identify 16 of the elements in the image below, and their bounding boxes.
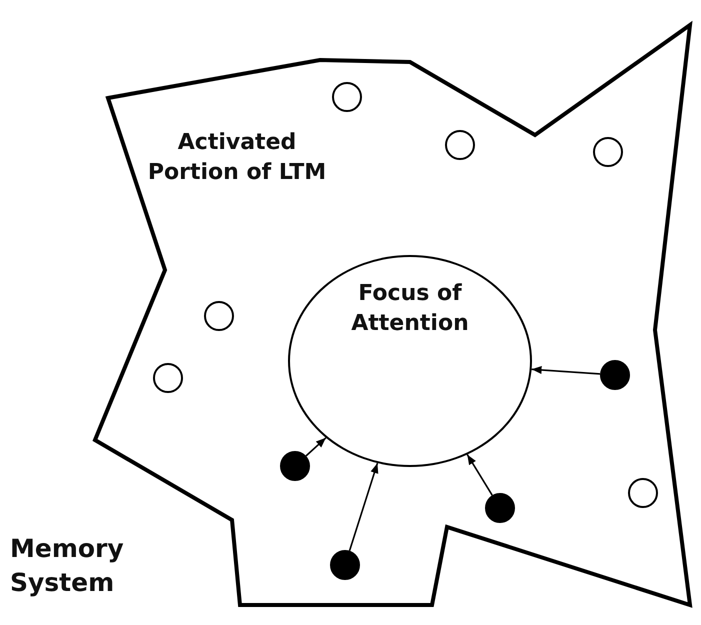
filled-dot	[600, 360, 630, 390]
filled-dot	[485, 493, 515, 523]
arrow	[466, 454, 493, 496]
arrow	[348, 462, 378, 551]
system-label: Memory System	[10, 533, 125, 599]
arrow	[532, 366, 600, 375]
region-label: Activated Portion of LTM	[146, 129, 328, 187]
hollow-dot	[332, 82, 362, 112]
hollow-dot	[593, 137, 623, 167]
filled-dot	[280, 451, 310, 481]
hollow-dot	[204, 301, 234, 331]
arrow	[306, 437, 326, 456]
hollow-dot	[445, 130, 475, 160]
hollow-dot	[628, 478, 658, 508]
filled-dot	[330, 550, 360, 580]
hollow-dot	[153, 363, 183, 393]
